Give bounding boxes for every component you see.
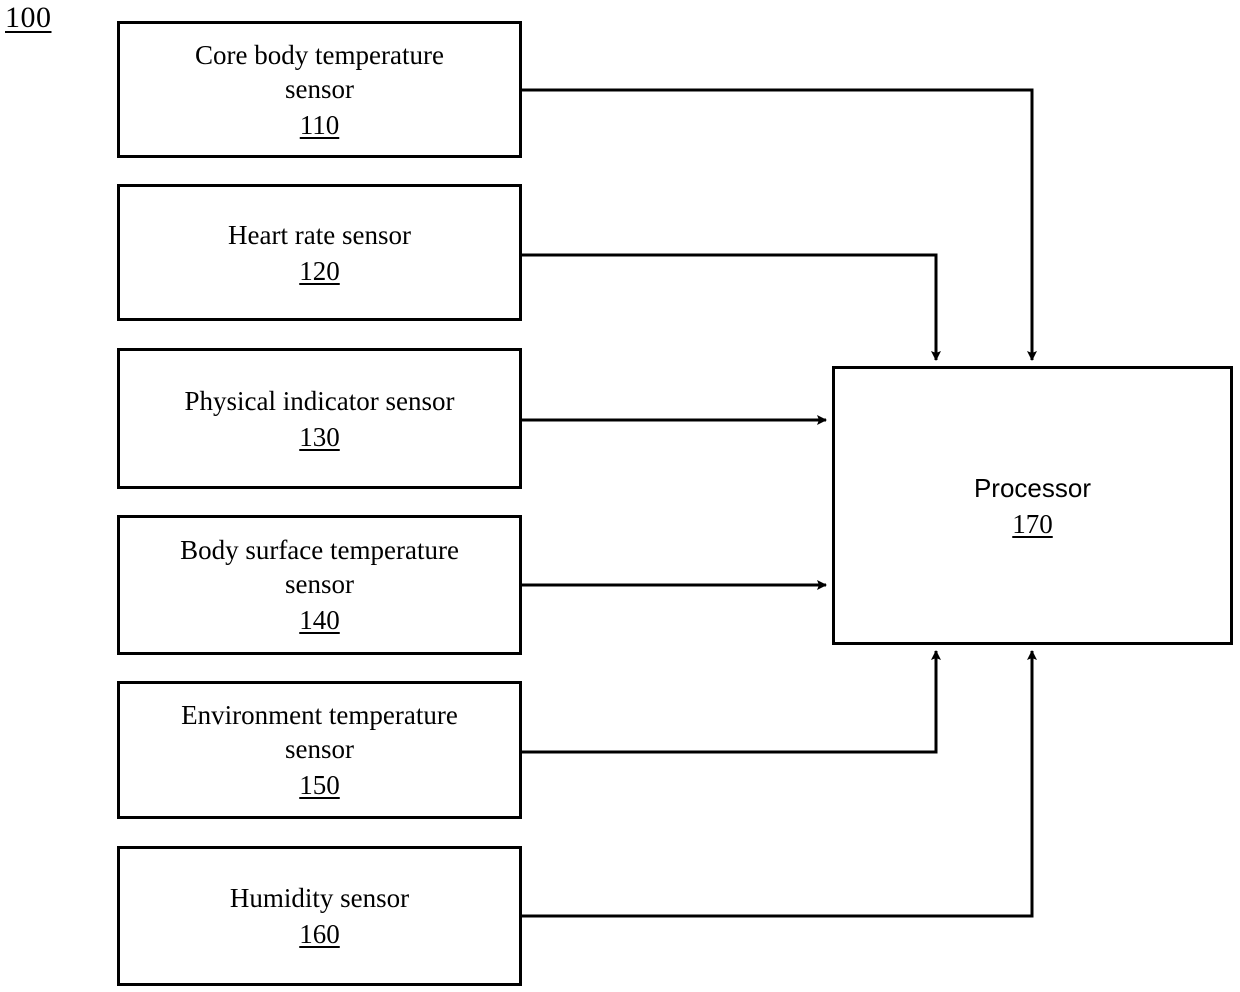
connector-environment-temperature-sensor-to-processor — [522, 650, 941, 754]
node-title-processor: Processor — [973, 472, 1092, 503]
node-physical-indicator-sensor[interactable]: Physical indicator sensor 130 — [117, 348, 522, 489]
node-reference-physical-indicator-sensor: 130 — [299, 421, 340, 452]
node-reference-environment-temperature-sensor: 150 — [299, 770, 340, 800]
node-humidity-sensor[interactable]: Humidity sensor 160 — [117, 846, 522, 986]
node-title-humidity-sensor: Humidity sensor — [229, 883, 410, 913]
node-heart-rate-sensor[interactable]: Heart rate sensor 120 — [117, 184, 522, 321]
node-processor[interactable]: Processor 170 — [832, 366, 1233, 645]
node-reference-core-body-temperature-sensor: 110 — [299, 109, 340, 140]
node-environment-temperature-sensor[interactable]: Environment temperature sensor 150 — [117, 681, 522, 819]
node-body-surface-temperature-sensor[interactable]: Body surface temperature sensor 140 — [117, 515, 522, 655]
node-reference-humidity-sensor: 160 — [299, 919, 340, 949]
node-title-environment-temperature-sensor: Environment temperature sensor — [181, 700, 458, 764]
node-reference-body-surface-temperature-sensor: 140 — [299, 605, 340, 635]
figure-number-label: 100 — [5, 1, 52, 34]
connector-heart-rate-sensor-to-processor — [522, 253, 941, 361]
connector-core-body-temperature-sensor-to-processor — [522, 88, 1037, 361]
node-core-body-temperature-sensor[interactable]: Core body temperature sensor 110 — [117, 21, 522, 158]
node-title-physical-indicator-sensor: Physical indicator sensor — [184, 385, 455, 416]
node-title-heart-rate-sensor: Heart rate sensor — [228, 219, 411, 250]
node-reference-processor: 170 — [1012, 508, 1053, 539]
node-title-core-body-temperature-sensor: Core body temperature sensor — [195, 39, 444, 104]
node-title-body-surface-temperature-sensor: Body surface temperature sensor — [180, 535, 459, 599]
connector-humidity-sensor-to-processor — [522, 650, 1037, 918]
node-reference-heart-rate-sensor: 120 — [299, 255, 340, 286]
